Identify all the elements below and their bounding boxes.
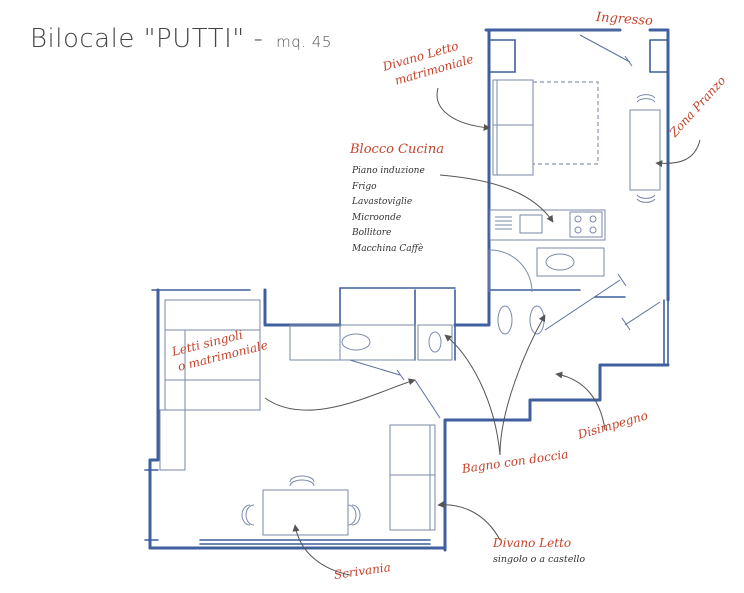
cucina-item: Bollitore — [352, 228, 392, 238]
bedroom-furniture — [159, 299, 453, 536]
upper-wing-walls — [443, 28, 670, 552]
cucina-item: Microonde — [352, 212, 402, 223]
label-divano-letto-bottom: Divano Letto — [493, 536, 572, 550]
cucina-items-list: Piano induzione Frigo Lavastoviglie Micr… — [352, 164, 425, 257]
annotation-arrows — [264, 87, 701, 576]
cucina-item: Macchina Caffè — [352, 243, 424, 254]
lower-wing-walls — [144, 287, 491, 550]
living-furniture — [488, 79, 661, 335]
label-divano-letto-bottom-sub: singolo o a castello — [493, 554, 586, 565]
page-title: Bilocale "PUTTI" - mq. 45 — [30, 24, 332, 54]
cucina-item: Frigo — [352, 181, 377, 192]
label-blocco-cucina: Blocco Cucina — [350, 142, 444, 157]
cucina-item: Piano induzione — [352, 166, 425, 176]
title-main: Bilocale "PUTTI" - — [30, 24, 264, 54]
cucina-item: Lavastoviglie — [352, 197, 413, 207]
title-area: mq. 45 — [276, 33, 332, 51]
